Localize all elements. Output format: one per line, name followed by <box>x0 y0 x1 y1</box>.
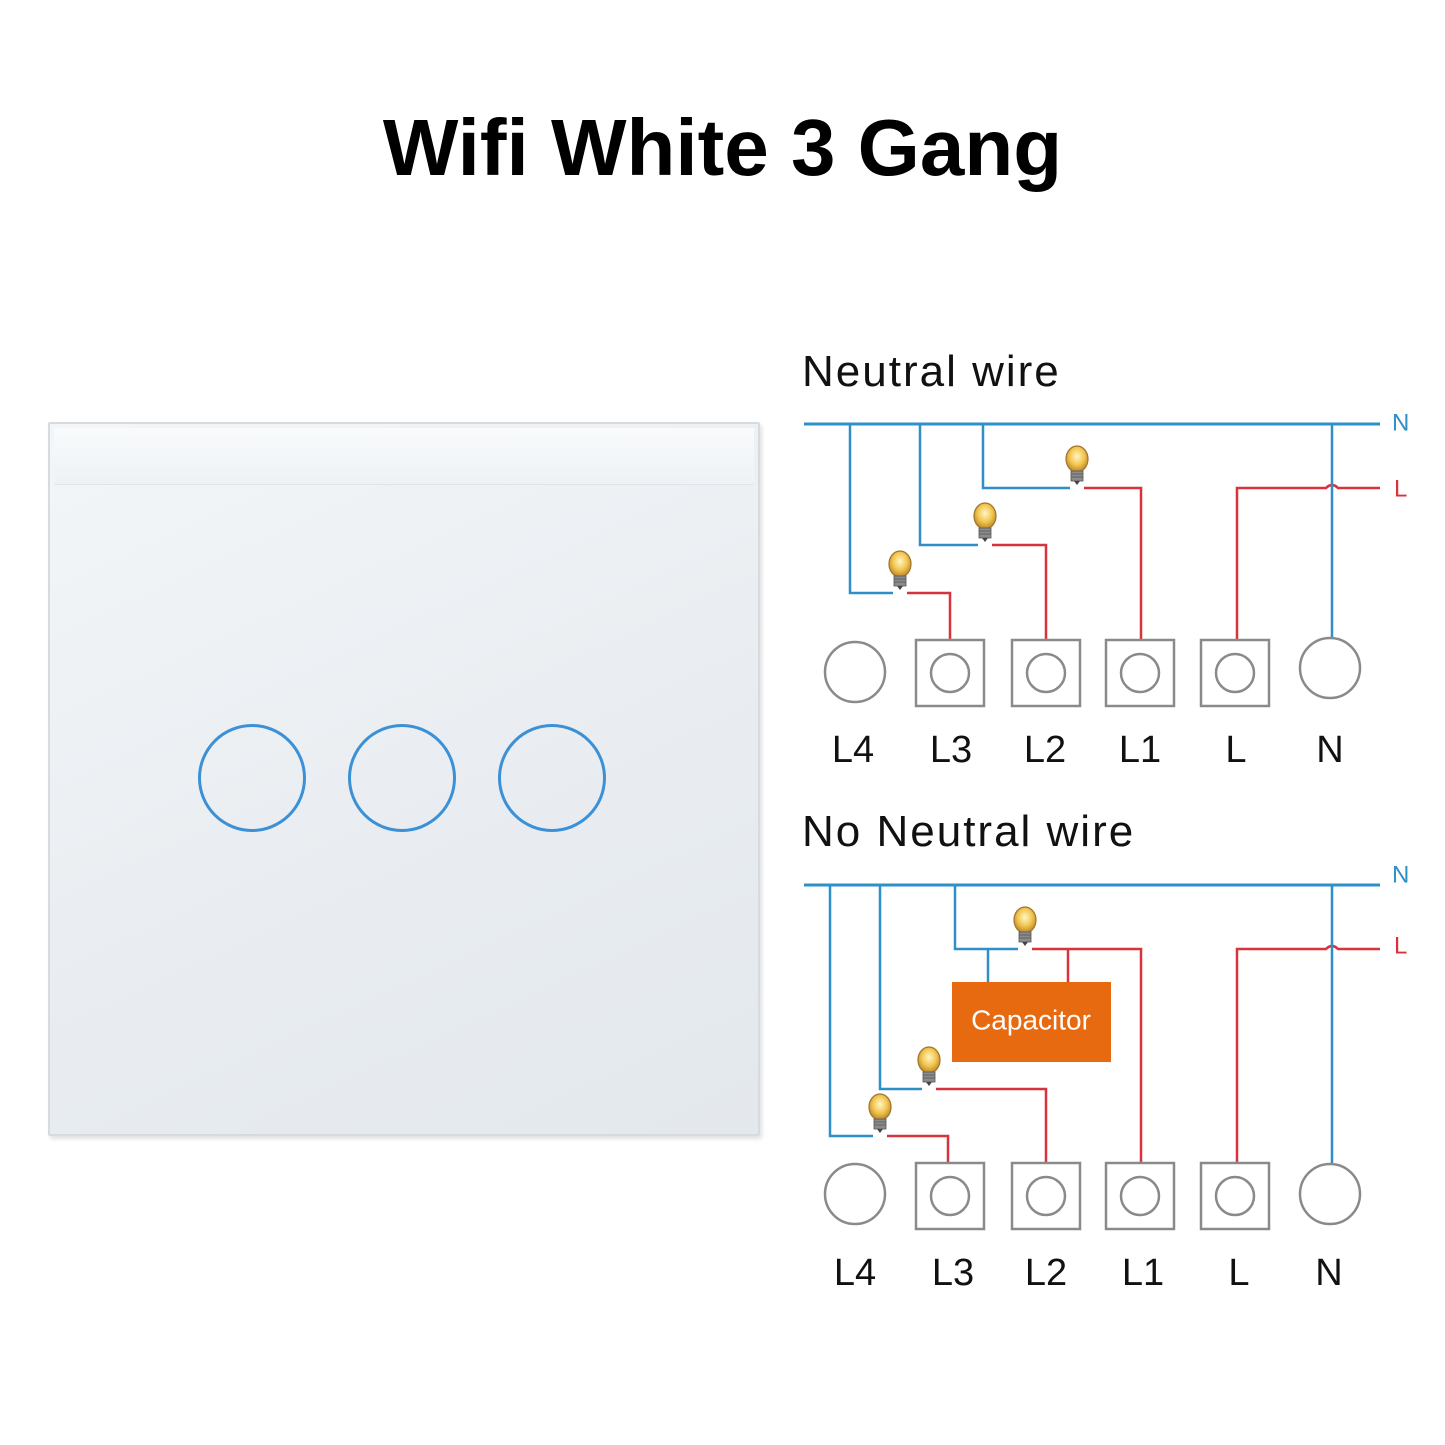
terminal-n <box>1298 1162 1362 1226</box>
terminal-label: L1 <box>1122 1252 1164 1294</box>
touch-button-2[interactable] <box>348 724 456 832</box>
capacitor-label: Capacitor <box>971 1004 1091 1035</box>
load-wire-l3 <box>907 591 952 640</box>
light-bulb-icon <box>868 1093 892 1134</box>
terminal-label: L <box>1225 729 1246 771</box>
heading-no-neutral-wire: No Neutral wire <box>802 807 1136 856</box>
load-wire-l2 <box>936 1087 1048 1163</box>
neutral-drop-l3 <box>828 885 873 1138</box>
load-wire-l2 <box>992 543 1048 640</box>
capacitor: Capacitor <box>952 982 1111 1062</box>
diagram-neutral: N L L4 L3 L2 L1 L N <box>804 409 1409 771</box>
terminal-label: N <box>1315 1252 1342 1294</box>
touch-button-1[interactable] <box>198 724 306 832</box>
terminal-l <box>1199 638 1271 708</box>
terminal-l1 <box>1104 1161 1176 1231</box>
terminal-label: L3 <box>930 729 972 771</box>
heading-neutral-wire: Neutral wire <box>802 347 1061 396</box>
terminal-label: L2 <box>1025 1252 1067 1294</box>
light-bulb-icon <box>1013 906 1037 947</box>
neutral-bus-label: N <box>1392 409 1409 436</box>
terminal-l2 <box>1010 1161 1082 1231</box>
neutral-bus-label: N <box>1392 861 1409 888</box>
terminal-l4 <box>823 640 887 704</box>
diagram-no-neutral: Capacitor N L L4 L3 L2 L1 <box>804 861 1409 1294</box>
glass-panel <box>48 422 760 1136</box>
terminal-label: L2 <box>1024 729 1066 771</box>
panel-bevel <box>54 428 754 485</box>
touch-button-3[interactable] <box>498 724 606 832</box>
load-wire-l1 <box>1032 947 1143 1163</box>
live-bus-label: L <box>1394 932 1407 959</box>
light-bulb-icon <box>973 502 997 543</box>
terminal-label: N <box>1316 729 1343 771</box>
neutral-drop-l2 <box>878 885 922 1091</box>
neutral-drop-l1 <box>953 885 1018 951</box>
terminal-l3 <box>914 1161 986 1231</box>
terminal-l3 <box>914 638 986 708</box>
terminal-n <box>1298 636 1362 700</box>
live-bus-line <box>1235 944 1380 1163</box>
terminal-l4 <box>823 1162 887 1226</box>
terminal-label: L1 <box>1119 729 1161 771</box>
terminal-label: L <box>1228 1252 1249 1294</box>
live-bus-label: L <box>1394 475 1407 502</box>
light-bulb-icon <box>917 1046 941 1087</box>
page-title: Wifi White 3 Gang <box>382 103 1063 192</box>
neutral-drop-l2 <box>918 424 978 547</box>
load-wire-l3 <box>887 1134 950 1163</box>
terminal-l <box>1199 1161 1271 1231</box>
terminal-label: L4 <box>832 729 874 771</box>
light-bulb-icon <box>888 550 912 591</box>
terminal-l1 <box>1104 638 1176 708</box>
light-bulb-icon <box>1065 445 1089 486</box>
switch-panel <box>48 422 760 1136</box>
terminal-label: L4 <box>834 1252 876 1294</box>
terminal-l2 <box>1010 638 1082 708</box>
live-bus-line <box>1235 483 1380 640</box>
terminal-label: L3 <box>932 1252 974 1294</box>
neutral-drop-l1 <box>981 424 1070 490</box>
neutral-drop-l3 <box>848 424 893 595</box>
load-wire-l1 <box>1084 486 1143 640</box>
